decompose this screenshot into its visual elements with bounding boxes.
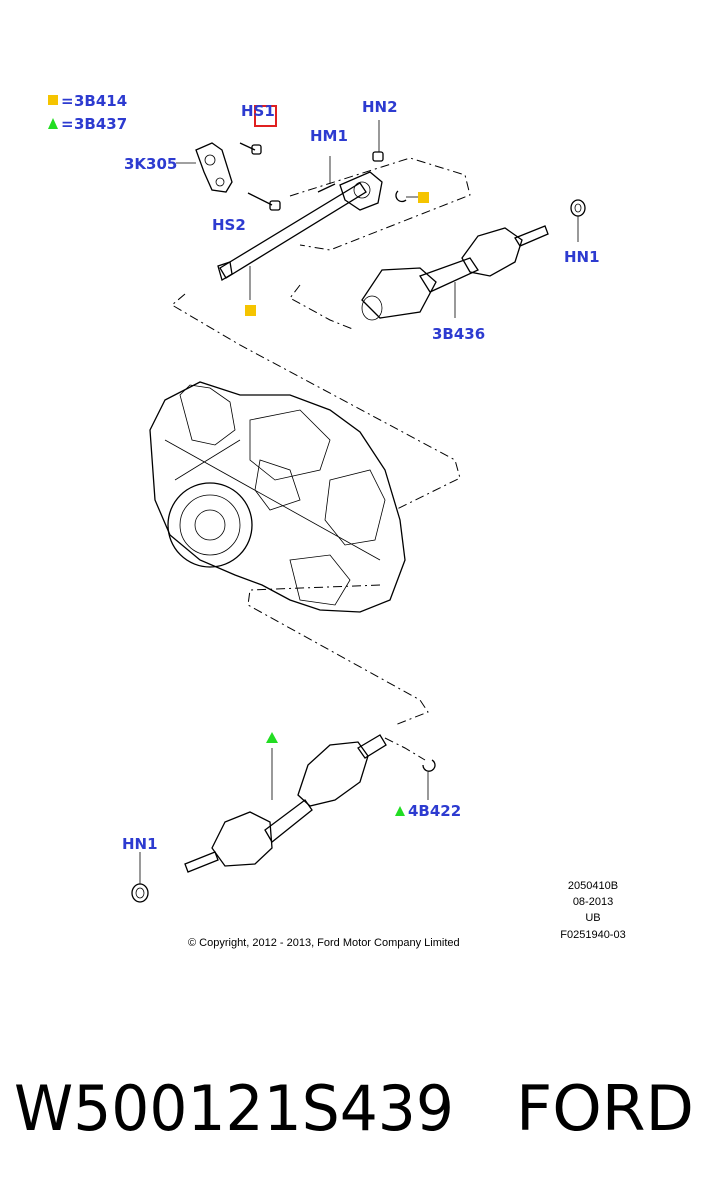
callout-hm1: HM1 xyxy=(310,127,348,145)
triangle-marker-lower xyxy=(266,732,278,743)
triangle-marker-4b422 xyxy=(395,806,405,816)
circlip-upper xyxy=(395,190,418,203)
callout-hn1-bottom: HN1 xyxy=(122,835,158,853)
nut-hn2 xyxy=(372,120,384,162)
bolt-hs1 xyxy=(239,142,262,155)
bolt-hs2 xyxy=(247,192,281,211)
bracket-3k305 xyxy=(176,142,233,193)
callout-hs1: HS1 xyxy=(241,102,275,120)
nut-hn1-top xyxy=(570,199,586,242)
square-marker-upper xyxy=(418,192,429,203)
legend-square-code: 3B414 xyxy=(74,92,127,110)
transmission-housing xyxy=(149,381,406,613)
copyright-notice: © Copyright, 2012 - 2013, Ford Motor Com… xyxy=(188,937,460,949)
part-number: W500121S439 xyxy=(14,1072,454,1145)
nut-hn1-bottom xyxy=(131,852,149,903)
square-marker-shaft xyxy=(245,305,256,316)
highlight-box-hs1 xyxy=(254,105,277,127)
legend: = 3B414 = 3B437 xyxy=(48,92,127,133)
figure-number: F0251940-03 xyxy=(560,929,625,941)
legend-triangle-eq: = xyxy=(61,115,74,133)
callout-hn2: HN2 xyxy=(362,98,398,116)
legend-triangle-icon xyxy=(48,118,58,129)
legend-square-icon xyxy=(48,95,58,105)
legend-square-eq: = xyxy=(61,92,74,110)
ref-date: 08-2013 xyxy=(573,896,613,908)
callout-hs2: HS2 xyxy=(212,216,246,234)
callout-3b436: 3B436 xyxy=(432,325,485,343)
ref-region: UB xyxy=(585,912,600,924)
callout-3k305: 3K305 xyxy=(124,155,177,173)
halfshaft-3b437 xyxy=(184,734,387,873)
callout-4b422: 4B422 xyxy=(408,802,461,820)
legend-triangle-code: 3B437 xyxy=(74,115,127,133)
brand-name: FORD xyxy=(516,1072,694,1145)
assembly-outline xyxy=(171,157,471,761)
circlip-4b422 xyxy=(422,759,436,800)
halfshaft-3b436 xyxy=(361,225,549,321)
stud-hm1 xyxy=(317,156,336,193)
callout-hn1-top: HN1 xyxy=(564,248,600,266)
ref-number: 2050410B xyxy=(568,880,618,892)
intermediate-shaft xyxy=(217,171,383,300)
